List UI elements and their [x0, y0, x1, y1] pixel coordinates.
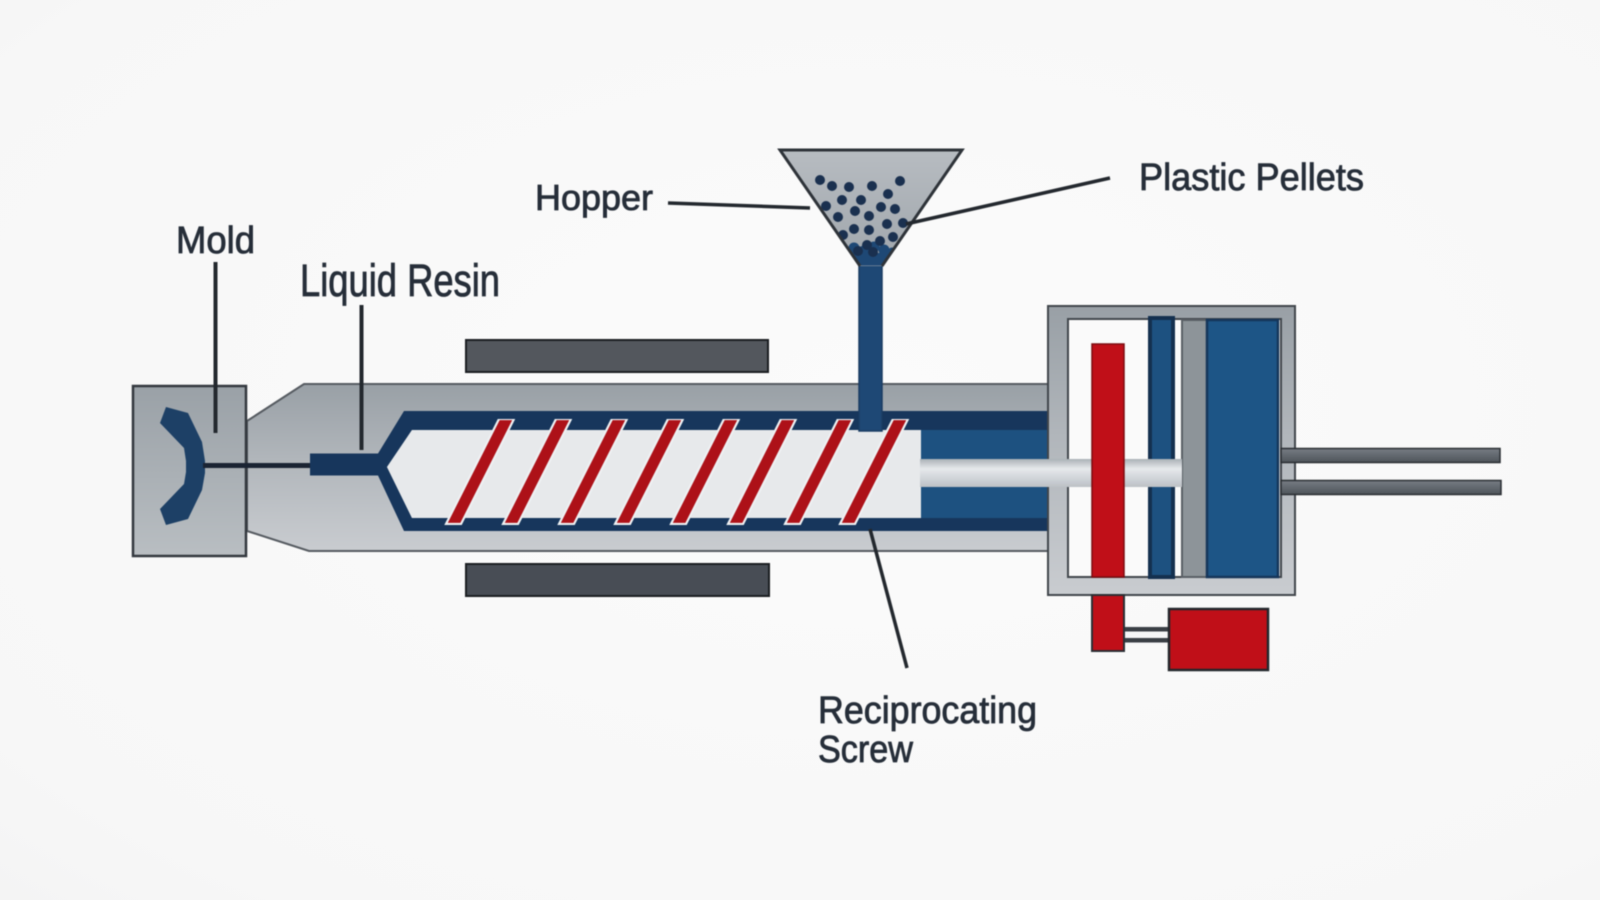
svg-text:Hopper: Hopper	[535, 177, 653, 218]
svg-text:Mold: Mold	[176, 220, 255, 262]
svg-text:Screw: Screw	[818, 729, 914, 771]
svg-text:Reciprocating: Reciprocating	[818, 690, 1037, 732]
svg-text:Liquid Resin: Liquid Resin	[300, 255, 500, 306]
svg-text:Plastic Pellets: Plastic Pellets	[1139, 157, 1364, 199]
